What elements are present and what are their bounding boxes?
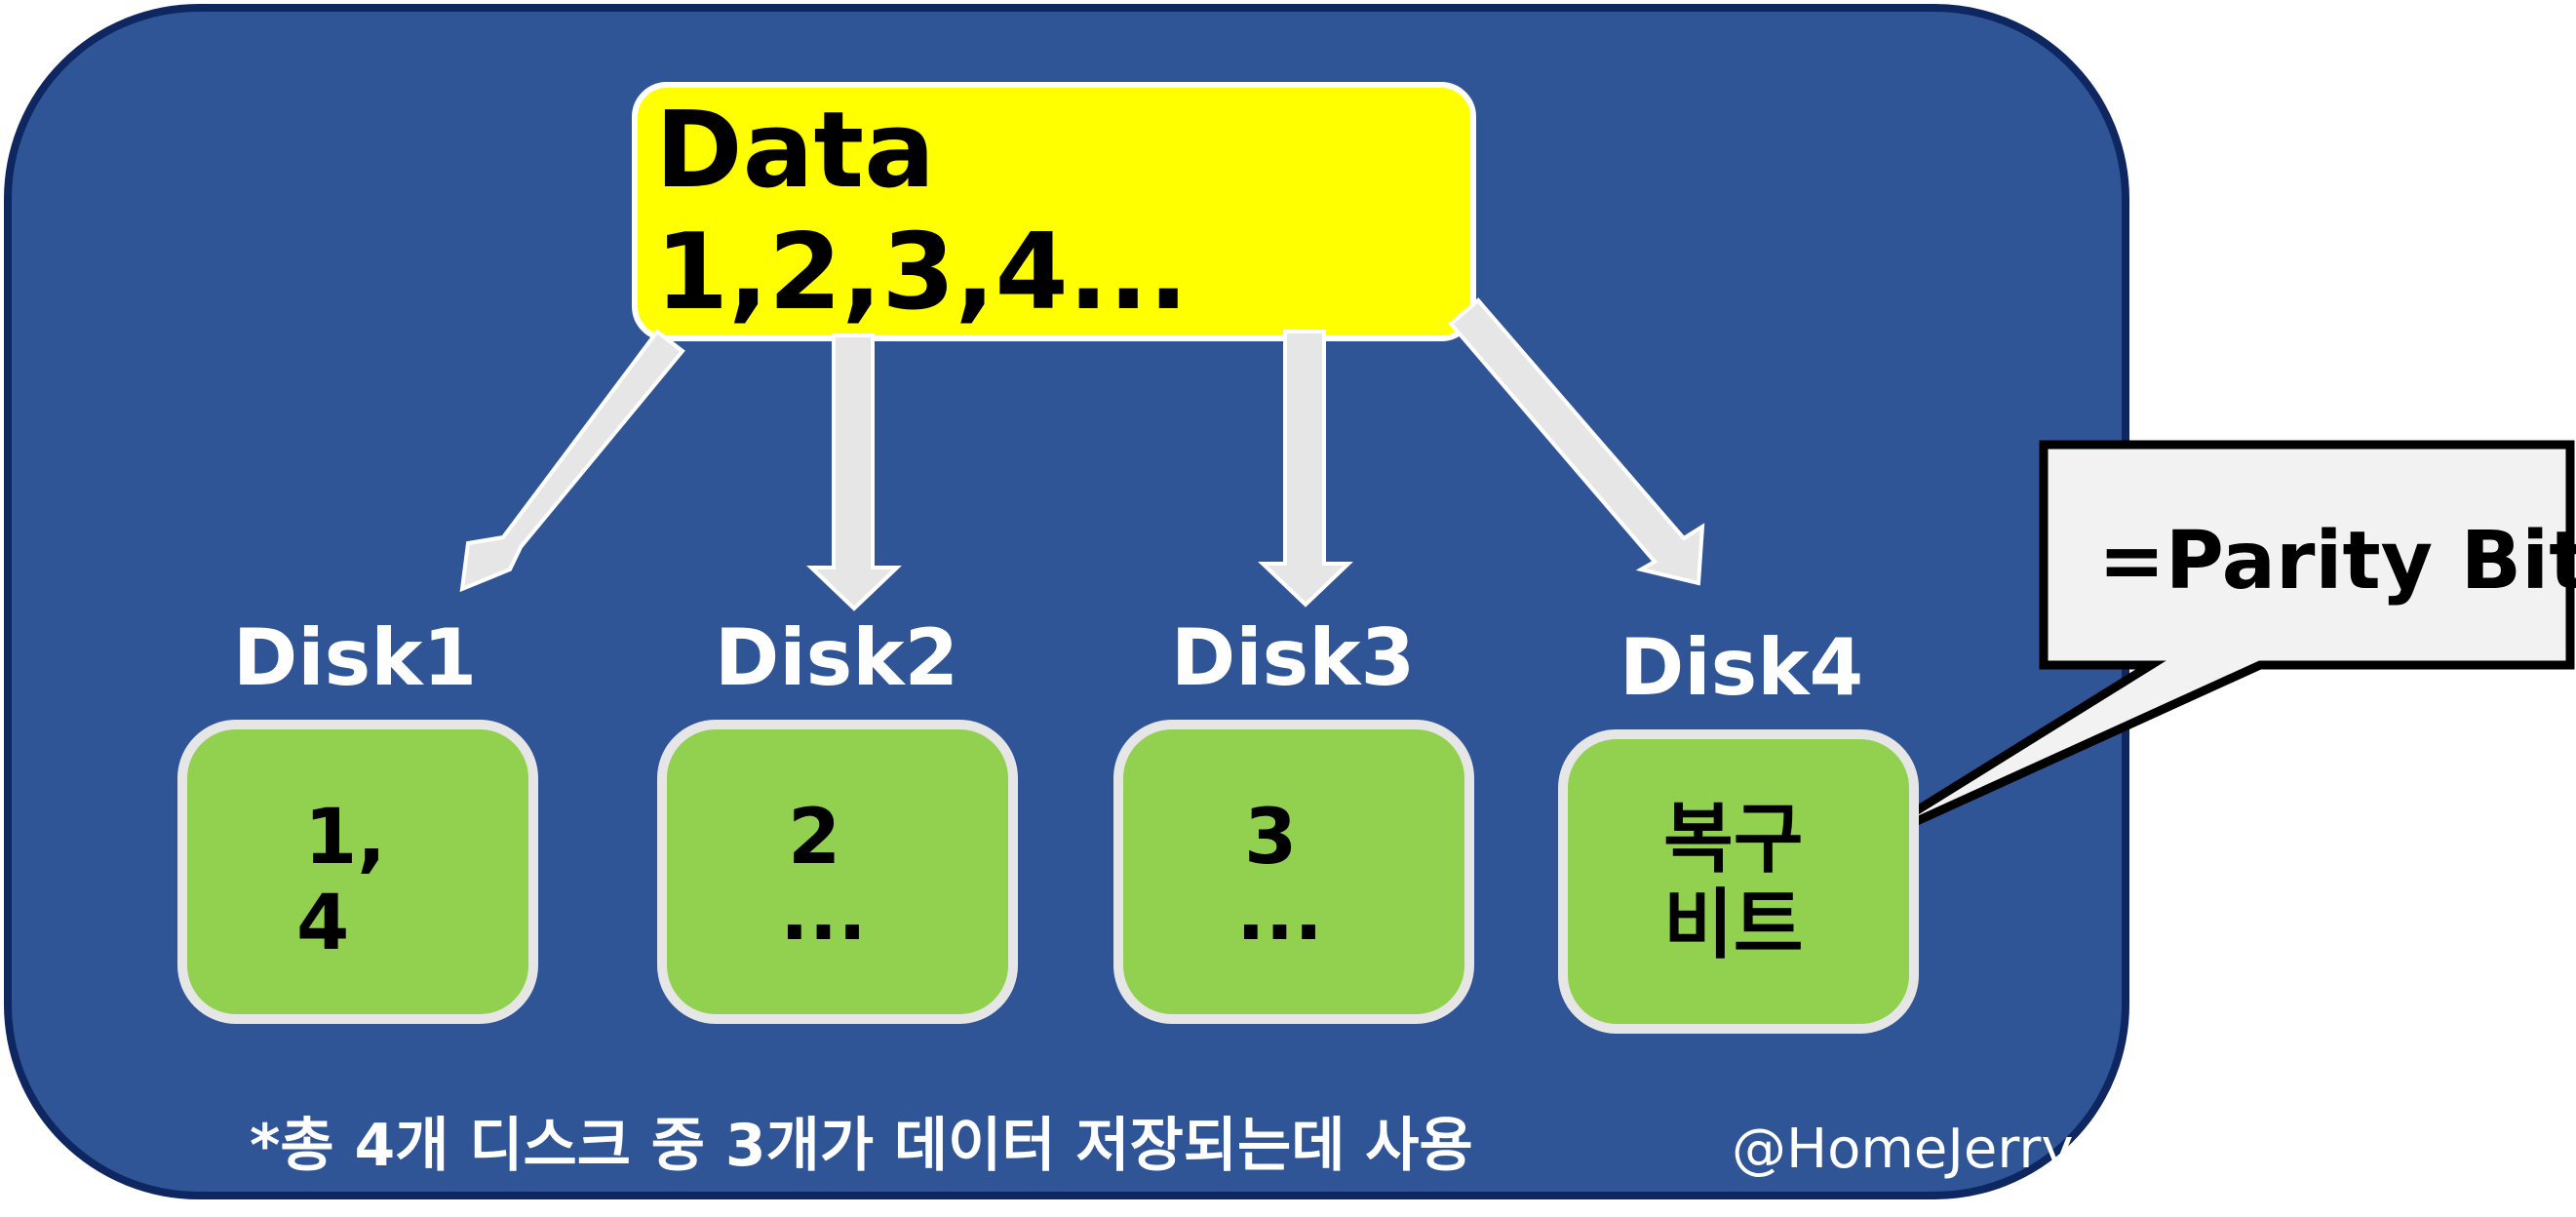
- disk1-line-1: 1,: [304, 794, 386, 882]
- parity-callout-text: =Parity Bit: [2098, 515, 2576, 608]
- disk4-label: Disk4: [1619, 622, 1864, 713]
- arrow-to-disk3: [1258, 330, 1353, 608]
- data-box: Data 1,2,3,4...: [632, 82, 1476, 341]
- disk2-line-1: 2: [788, 794, 841, 882]
- data-label: Data 1,2,3,4...: [655, 90, 1189, 334]
- disk1-box: 1, 4: [177, 720, 538, 1024]
- disk3-line-1: 3: [1244, 794, 1298, 882]
- disk3-label: Disk3: [1170, 612, 1416, 703]
- watermark: @HomeJerry: [1732, 1118, 2074, 1181]
- disk1-line-2: 4: [296, 880, 350, 967]
- disk4-box: 복구 비트: [1558, 729, 1919, 1034]
- disk4-line-2: 비트: [1663, 882, 1804, 969]
- arrow-to-disk2: [806, 334, 902, 611]
- disk2-box: 2 ...: [657, 720, 1018, 1024]
- disk3-box: 3 ...: [1113, 720, 1474, 1024]
- arrow-to-disk4: [1448, 297, 1705, 586]
- arrow-to-disk1: [459, 329, 685, 593]
- footnote: *총 4개 디스크 중 3개가 데이터 저장되는데 사용: [250, 1112, 1473, 1180]
- disk2-line-2: ...: [780, 870, 867, 958]
- disk3-line-2: ...: [1236, 870, 1323, 958]
- parity-callout: [1850, 440, 2575, 855]
- disk4-line-1: 복구: [1663, 796, 1804, 883]
- disk1-label: Disk1: [232, 612, 478, 703]
- disk2-label: Disk2: [714, 612, 959, 703]
